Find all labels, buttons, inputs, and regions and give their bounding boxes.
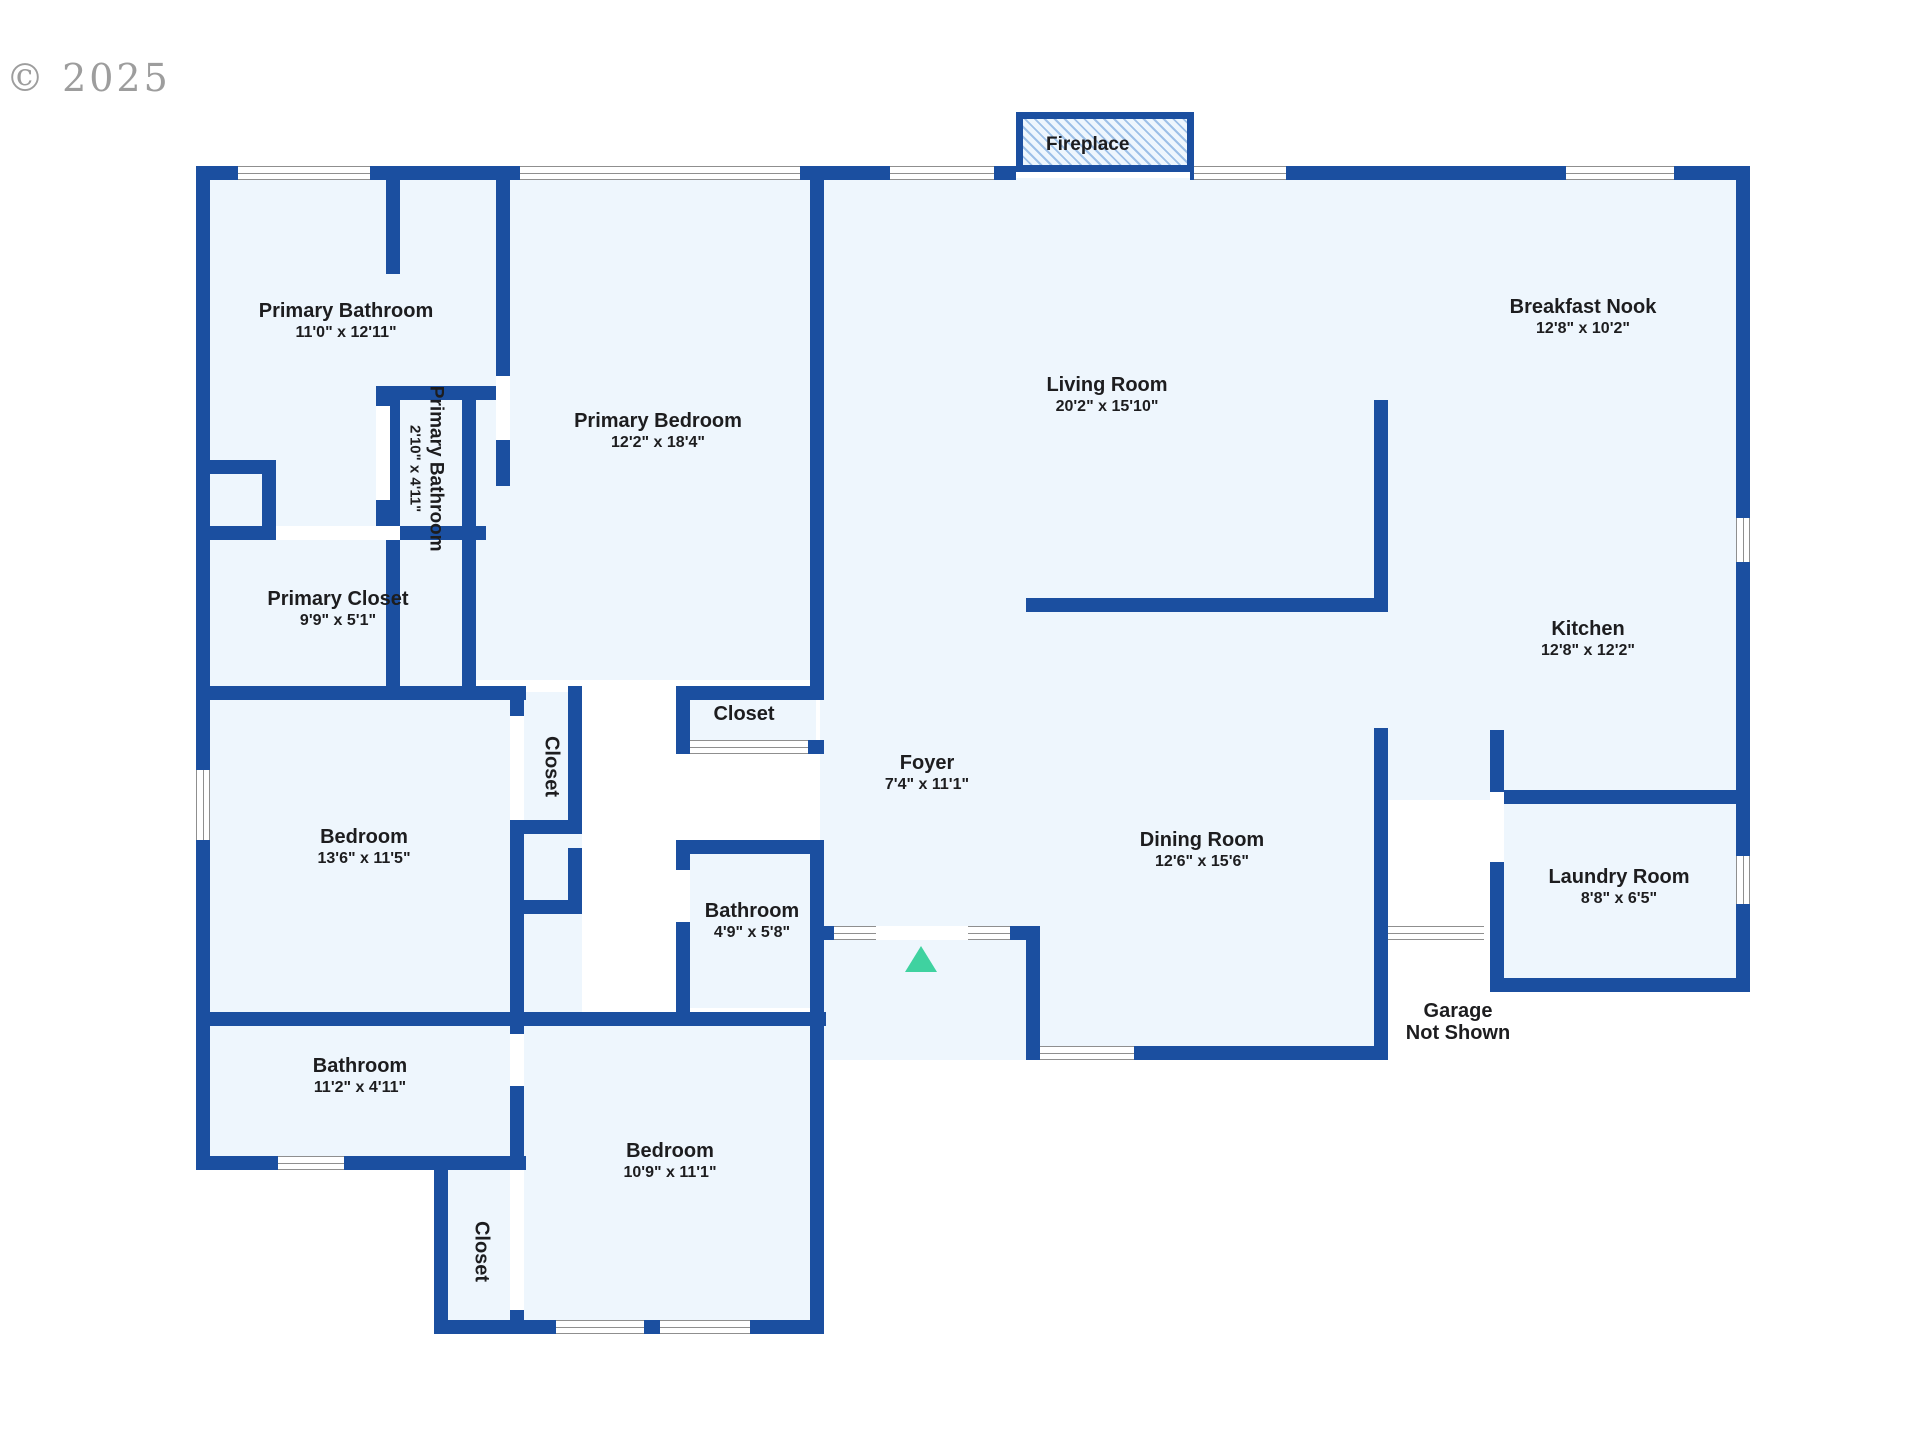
wall-primary-closet-bottom — [196, 686, 526, 700]
wall-primary-bathroom-inner-stub — [386, 166, 400, 274]
wall-dining-right — [1374, 728, 1388, 1060]
wall-closet-bottom-left — [434, 1156, 448, 1334]
door-primary-closet — [276, 526, 400, 540]
wall-closet-pb-left — [676, 686, 690, 748]
wall-exterior-right-upper — [1736, 166, 1750, 518]
wall-wc-top — [376, 386, 510, 400]
wall-closet-mid-lower-left — [510, 834, 524, 914]
wall-closet-mid-lower-bottom — [510, 900, 582, 914]
wall-laundry-bottom — [1490, 978, 1750, 992]
room-fill-dining-foyer — [820, 730, 1386, 1060]
window-bedroom-left — [196, 770, 210, 840]
wall-exterior-bedroom-bottom-right — [810, 1012, 824, 1334]
wall-closet-mid-bottom — [510, 820, 582, 834]
garage-note-line2: Not Shown — [1405, 1022, 1511, 1045]
wall-exterior-left-upper — [196, 166, 210, 526]
wall-exterior-bottom-bathroom — [196, 1156, 526, 1170]
window-breakfast-nook-top — [1566, 166, 1674, 180]
window-laundry-right — [1736, 856, 1750, 904]
door-dining-bottom — [1040, 1046, 1134, 1060]
window-living-top-left — [890, 166, 994, 180]
wall-exterior-left-bottom — [196, 1012, 210, 1170]
wall-laundry-top — [1490, 790, 1750, 804]
window-primary-bathroom-top — [238, 166, 370, 180]
door-kitchen-pass — [1388, 926, 1484, 940]
entry-arrow-icon — [905, 946, 937, 972]
room-fill-closet-bottom — [440, 1168, 522, 1320]
wall-bathroom-mid-right — [810, 840, 824, 1018]
wall-living-divider-vertical — [1374, 400, 1388, 610]
wall-primary-bath-jog-right — [262, 460, 276, 526]
window-living-top-right — [1194, 166, 1286, 180]
wall-exterior-left-mid — [196, 526, 210, 700]
wall-bedroom-left-right-lower — [510, 910, 524, 1020]
door-primary-bathroom-right — [496, 376, 510, 440]
wall-primary-closet-right — [462, 538, 476, 686]
wall-bathroom-mid-left — [676, 840, 690, 870]
room-fill-bathroom-mid — [682, 848, 820, 1008]
wall-closet-pb-top — [676, 686, 824, 700]
copyright-watermark: © 2025 — [6, 56, 171, 100]
door-bathroom-bottom-right — [510, 1034, 524, 1086]
room-fill-laundry — [1502, 806, 1750, 992]
wall-primary-bedroom-right — [810, 166, 824, 696]
wall-bathroom-mid-left-lower — [676, 922, 690, 1018]
wall-laundry-left-lower — [1490, 862, 1504, 992]
wall-bathroom-mid-top — [676, 840, 824, 854]
fireplace — [1016, 112, 1194, 172]
wall-primary-bath-jog-top — [196, 460, 276, 474]
wall-bathroom-bottom-right — [510, 1012, 524, 1034]
wall-closet-mid-lower-right — [568, 848, 582, 914]
door-foyer-opening — [876, 926, 968, 940]
door-closet-bottom — [510, 1170, 524, 1310]
door-closet-primary-bedroom — [690, 740, 808, 754]
window-kitchen-right — [1736, 518, 1750, 562]
room-fill-bedroom-bottom — [520, 1020, 820, 1320]
wall-primary-bathroom-right — [496, 166, 510, 376]
wall-exterior-left-lower — [196, 692, 210, 1022]
wall-primary-bathroom-right-lower — [496, 440, 510, 486]
wall-bathroom-bottom-right-lower — [510, 1086, 524, 1170]
door-bathroom-mid — [676, 870, 690, 922]
window-bathroom-bottom — [278, 1156, 344, 1170]
window-bedroom-bottom-right — [660, 1320, 750, 1334]
wall-exterior-right-lower — [1736, 560, 1750, 860]
window-primary-bedroom-top — [520, 166, 800, 180]
wall-bedroom-left-right — [510, 686, 524, 716]
room-fill-primary-closet — [200, 538, 472, 686]
door-laundry-corridor — [1490, 792, 1504, 862]
wall-living-divider-horizontal — [1026, 598, 1388, 612]
wall-foyer-left — [1026, 926, 1040, 1060]
door-closet-mid — [510, 716, 524, 820]
fireplace-label: Fireplace — [1046, 134, 1130, 155]
wall-kitchen-corridor — [1490, 730, 1504, 792]
wall-closet-mid-right — [568, 686, 582, 834]
room-fill-bathroom-bottom — [204, 1020, 520, 1160]
door-wc-left — [376, 406, 390, 500]
door-foyer-entry-left — [834, 926, 876, 940]
wall-exterior-right-laundry — [1736, 900, 1750, 992]
garage-not-shown-note: Garage Not Shown — [1406, 1000, 1510, 1045]
garage-note-line1: Garage — [1423, 1000, 1493, 1022]
door-foyer-entry-right — [968, 926, 1010, 940]
window-bedroom-bottom-left — [556, 1320, 644, 1334]
wall-wc-right — [462, 386, 476, 538]
room-fill-living-area — [820, 178, 1750, 738]
